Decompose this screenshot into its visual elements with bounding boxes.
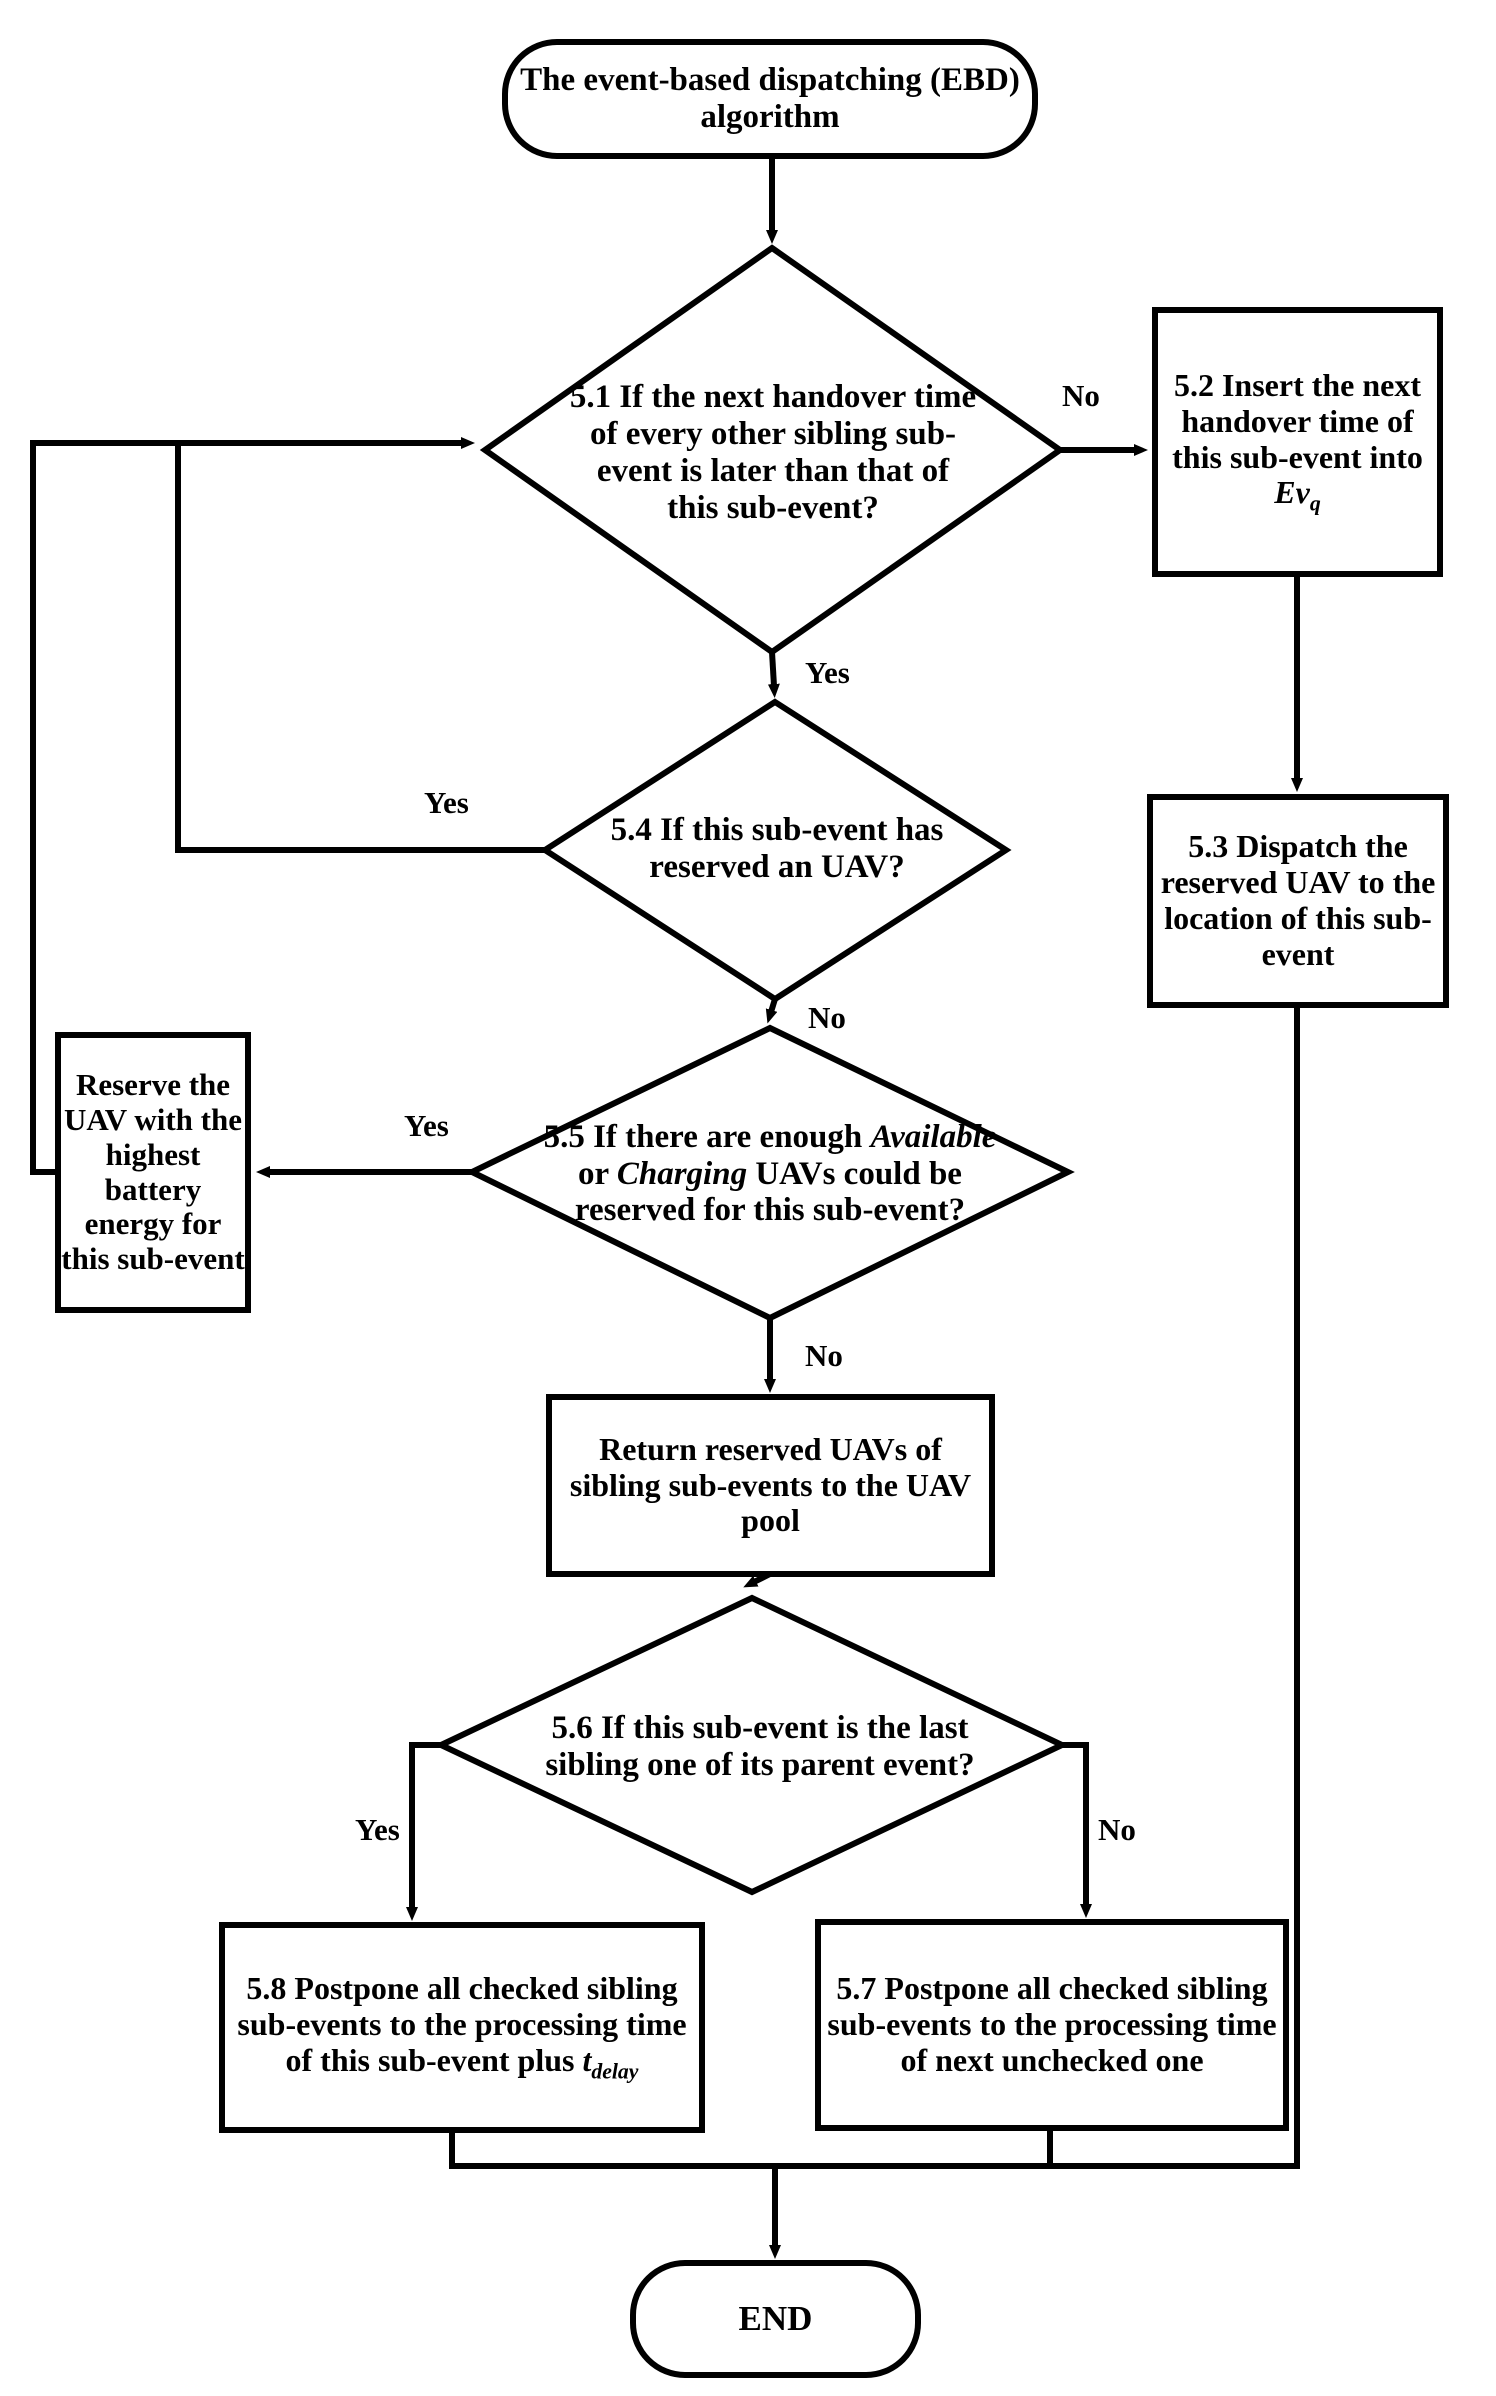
process-5-2-label: 5.2 Insert the next handover time of thi… xyxy=(1160,312,1435,572)
process-reserve-uav-label: Reserve the UAV with the highest battery… xyxy=(61,1067,245,1276)
process-5-3-label: 5.3 Dispatch the reserved UAV to the loc… xyxy=(1160,828,1436,972)
decision-5-5-em-available: Available xyxy=(870,1118,997,1155)
decision-5-5-label: 5.5 If there are enough Available or Cha… xyxy=(530,1090,1010,1258)
process-5-7-shape xyxy=(815,1919,1289,2131)
edge-5-6-no-to-5-7 xyxy=(1062,1742,1092,1918)
edge-label-5-4-yes: Yes xyxy=(424,785,469,820)
edge-label-5-5-no: No xyxy=(805,1338,843,1373)
edge-5-4-yes-loopback xyxy=(175,437,545,853)
decision-5-6-shape xyxy=(433,1594,1070,1896)
edge-5-1-yes-to-5-4 xyxy=(767,651,780,698)
process-5-8-label: 5.8 Postpone all checked sibling sub-eve… xyxy=(226,1928,698,2127)
decision-5-5-line-a: 5.5 If there are enough xyxy=(543,1118,863,1155)
edge-5-6-yes-to-5-8 xyxy=(406,1742,441,1921)
edge-label-5-6-no: No xyxy=(1098,1812,1136,1847)
decision-5-5-line-c: could be reserved for this sub-event? xyxy=(574,1155,966,1229)
edge-label-5-5-yes: Yes xyxy=(404,1108,449,1143)
edge-label-5-1-no: No xyxy=(1062,378,1100,413)
edge-label-5-6-yes: Yes xyxy=(355,1812,400,1847)
process-return-uavs-label: Return reserved UAVs of sibling sub-even… xyxy=(569,1430,972,1539)
decision-5-4-label: 5.4 If this sub-event has reserved an UA… xyxy=(610,812,944,885)
start-node-label: The event-based dispatching (EBD) algori… xyxy=(520,62,1020,135)
process-5-8-shape xyxy=(219,1922,705,2133)
process-5-8-math: tdelay xyxy=(582,2041,639,2084)
process-5-2-text: 5.2 Insert the next handover time of thi… xyxy=(1172,366,1423,475)
decision-5-6-label: 5.6 If this sub-event is the last siblin… xyxy=(545,1710,975,1783)
edge-return-to-5-6 xyxy=(743,1571,772,1588)
process-5-7-label: 5.7 Postpone all checked sibling sub-eve… xyxy=(827,1970,1277,2078)
edge-label-5-1-yes: Yes xyxy=(805,655,850,690)
process-return-uavs-shape xyxy=(546,1394,995,1577)
decision-5-1-label: 5.1 If the next handover time of every o… xyxy=(569,379,977,526)
edge-5-4-no-to-5-5 xyxy=(765,998,778,1024)
decision-5-5-em-charging: Charging xyxy=(616,1155,748,1192)
edge-reserve-loopback xyxy=(30,440,463,1175)
end-node-shape xyxy=(630,2260,921,2378)
decision-5-5-mid: or xyxy=(578,1155,617,1192)
process-5-2-shape xyxy=(1152,307,1443,577)
process-reserve-uav-shape xyxy=(55,1032,251,1313)
decision-5-5-post: UAVs xyxy=(747,1155,836,1192)
end-node-label: END xyxy=(738,2299,813,2339)
edge-label-5-4-no: No xyxy=(808,1000,846,1035)
process-5-2-math: Evq xyxy=(1274,474,1321,516)
process-5-8-text: 5.8 Postpone all checked sibling sub-eve… xyxy=(237,1970,687,2078)
